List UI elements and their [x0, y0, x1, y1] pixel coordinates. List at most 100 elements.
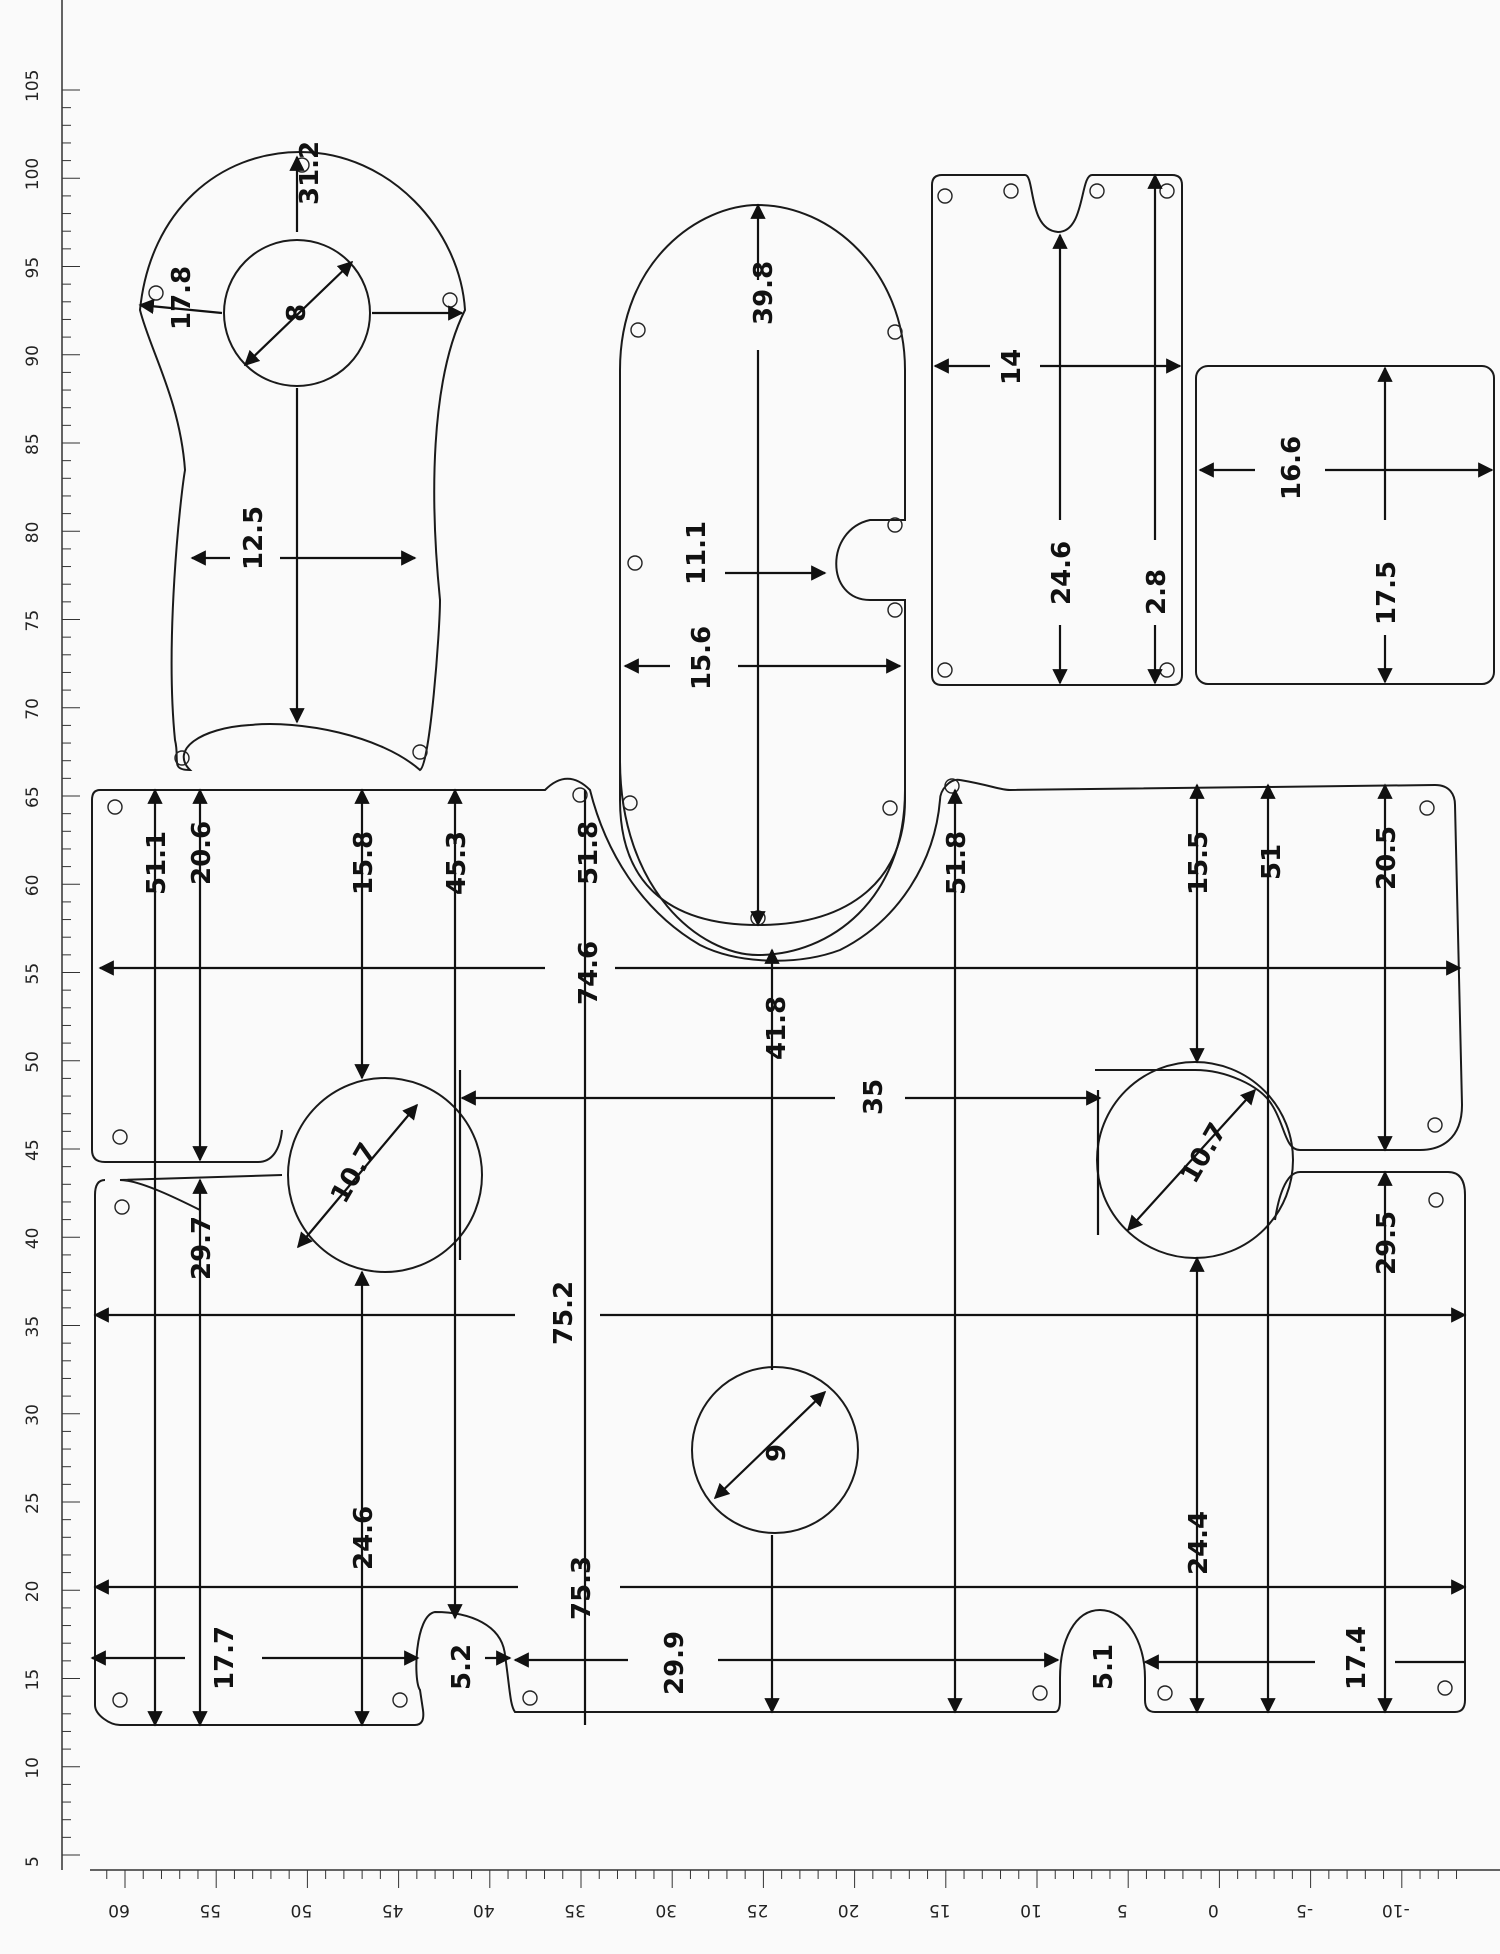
screw-hole-icon	[887, 324, 903, 340]
screw-hole-icon	[412, 744, 428, 760]
dim-label: 17.8	[167, 266, 197, 330]
ruler-label: 35	[564, 1900, 586, 1920]
screw-hole-icon	[630, 322, 646, 338]
dim-label: 20.6	[187, 821, 217, 885]
screw-hole-icon	[572, 787, 588, 803]
screw-hole-icon	[1032, 1685, 1048, 1701]
ruler-label: 60	[23, 875, 43, 897]
dim-label: 24.4	[1184, 1511, 1214, 1575]
ruler-label: 5	[1117, 1900, 1128, 1920]
ruler-label: 55	[199, 1900, 221, 1920]
dim-label: 51.1	[142, 831, 172, 895]
piece-main-sheet	[91, 777, 1466, 1726]
dimension-lines	[90, 155, 1494, 1727]
ruler-label: 10	[23, 1757, 43, 1779]
screw-hole-icon	[114, 1199, 130, 1215]
dim-label: 15.6	[687, 626, 717, 690]
ruler-label: 5	[23, 1856, 43, 1867]
dim-label: 51.8	[574, 821, 604, 885]
screw-hole-icon	[1428, 1192, 1444, 1208]
screw-hole-icon	[107, 799, 123, 815]
ruler-label: 50	[291, 1900, 313, 1920]
ruler-label: 15	[929, 1900, 951, 1920]
screw-hole-icon	[937, 188, 953, 204]
ruler-label: -10	[1382, 1900, 1410, 1920]
dim-label: 10.7	[1175, 1118, 1233, 1189]
dim-label: 11.1	[682, 521, 712, 585]
dim-label: 12.5	[239, 506, 269, 570]
screw-hole-icon	[522, 1690, 538, 1706]
dim-label: 39.8	[749, 261, 779, 325]
screw-hole-icon	[174, 750, 190, 766]
dim-label: 15.5	[1184, 831, 1214, 895]
ruler-label: 0	[1208, 1900, 1219, 1920]
dim-label: 31.2	[295, 141, 325, 205]
dim-label: 15.8	[349, 831, 379, 895]
dim-label: 5.1	[1089, 1644, 1119, 1690]
dim-label: 41.8	[762, 996, 792, 1060]
screw-hole-icon	[887, 602, 903, 618]
ruler-label: 45	[23, 1139, 43, 1161]
screw-hole-icon	[1419, 800, 1435, 816]
ruler-label: 30	[23, 1404, 43, 1426]
screw-hole-icon	[622, 795, 638, 811]
screw-hole-icon	[1003, 183, 1019, 199]
screw-hole-icon	[392, 1692, 408, 1708]
ruler-label: 20	[838, 1900, 860, 1920]
ruler-label: 70	[23, 698, 43, 720]
ruler-label: 85	[23, 433, 43, 455]
dimension-labels: 31.2 17.8 8 12.5 39.8 11.1 15.6 14 24.6 …	[142, 141, 1402, 1695]
screw-hole-icon	[1159, 662, 1175, 678]
screw-hole-icon	[1159, 183, 1175, 199]
dim-label: 75.2	[549, 1281, 579, 1345]
dim-label: 24.6	[349, 1506, 379, 1570]
screw-hole-icon	[1437, 1680, 1453, 1696]
screw-hole-icon	[887, 517, 903, 533]
dim-label: 17.4	[1342, 1626, 1372, 1690]
ruler-label: 80	[23, 522, 43, 544]
ruler-label: 105	[23, 70, 43, 102]
screw-hole-icon	[112, 1692, 128, 1708]
ruler-label: 75	[23, 610, 43, 632]
ruler-label: 65	[23, 786, 43, 808]
piece-right-small-panel	[1195, 365, 1495, 685]
dim-label: 35	[859, 1079, 889, 1115]
screw-hole-icon	[937, 662, 953, 678]
ruler-label: 50	[23, 1051, 43, 1073]
screw-hole-icon	[148, 285, 164, 301]
dim-label: 16.6	[1277, 436, 1307, 500]
ruler-label: 40	[473, 1900, 495, 1920]
screw-hole-icon	[112, 1129, 128, 1145]
dim-label: 51.8	[942, 831, 972, 895]
piece-upper-left-pod	[138, 150, 467, 772]
ruler-label: 45	[382, 1900, 404, 1920]
ruler-label: 20	[23, 1581, 43, 1603]
dim-label: 74.6	[574, 941, 604, 1005]
dim-label: 17.5	[1372, 561, 1402, 625]
dim-label: 51	[1257, 844, 1287, 880]
screw-hole-icon	[882, 800, 898, 816]
dim-label: 10.7	[325, 1138, 383, 1209]
screw-hole-icon	[1089, 183, 1105, 199]
piece-center-oval	[619, 203, 906, 957]
dim-label: 5.2	[447, 1644, 477, 1690]
dim-label: 8	[282, 304, 312, 322]
left-ruler-ticks	[62, 89, 80, 1856]
dim-label: 29.5	[1372, 1211, 1402, 1275]
screw-hole-icon	[442, 292, 458, 308]
ruler-label: 15	[23, 1669, 43, 1691]
ruler-label: 40	[23, 1228, 43, 1250]
ruler-label: 60	[108, 1900, 130, 1920]
screw-hole-icon	[1157, 1685, 1173, 1701]
ruler-label: 10	[1020, 1900, 1042, 1920]
dim-label: 24.6	[1047, 541, 1077, 605]
dim-label: 29.7	[187, 1216, 217, 1280]
left-ruler: 5101520253035404550556065707580859095100…	[23, 0, 80, 1870]
ruler-label: 35	[23, 1316, 43, 1338]
dim-label: 20.5	[1372, 826, 1402, 890]
ruler-label: 55	[23, 963, 43, 985]
ruler-label: 25	[23, 1492, 43, 1514]
